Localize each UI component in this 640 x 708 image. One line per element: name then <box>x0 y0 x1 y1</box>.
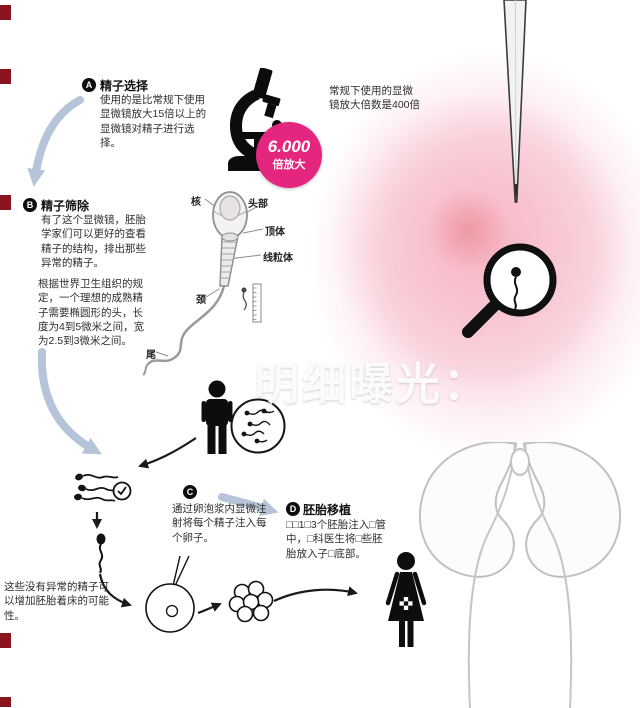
note-conventional-scope: 常规下使用的显微镜放大倍数是400倍 <box>329 85 421 112</box>
step-d-title: 胚胎移植 <box>303 503 352 517</box>
black-flow-arrows <box>92 437 358 615</box>
embryo-morula-icon <box>228 580 274 623</box>
red-edge-mark <box>0 697 11 707</box>
step-b-letter: B <box>26 200 34 210</box>
needle-blade-icon <box>503 0 527 204</box>
note-healthy-sperm: 这些没有异常的精子可以增加胚胎着床的可能性。 <box>4 581 109 622</box>
single-sperm-icon <box>96 533 106 574</box>
step-b-body2: 根据世界卫生组织的规定，一个理想的成熟精子需要椭圆形的头，长度为4到5微米之间，… <box>38 278 145 348</box>
woman-pictogram-icon <box>385 552 427 647</box>
step-c-marker: C <box>183 485 197 499</box>
step-b-title: 精子筛除 <box>41 199 90 213</box>
blue-flow-arrows <box>27 96 279 517</box>
man-pictogram-icon <box>201 380 233 454</box>
step-a-body: 使用的是比常规下使用显微镜放大15倍以上的显微镜对精子进行选择。 <box>100 94 207 149</box>
step-a-title: 精子选择 <box>100 79 149 93</box>
ovum-illustration <box>305 45 640 465</box>
step-d-marker: D <box>286 502 300 516</box>
magnification-label: 倍放大 <box>272 159 306 172</box>
embryo-placement-mark <box>399 597 413 610</box>
label-acrosome: 顶体 <box>265 227 285 238</box>
sperm-anatomy-diagram <box>142 191 248 376</box>
step-b-marker: B <box>23 198 37 212</box>
micro-ruler-icon <box>241 283 262 323</box>
label-tail: 尾 <box>146 350 156 361</box>
step-c-letter: C <box>186 487 194 497</box>
red-edge-mark <box>0 633 11 648</box>
step-a-marker: A <box>82 78 96 92</box>
petri-dish-icon <box>230 398 286 454</box>
magnifier-sperm-icon <box>462 243 557 338</box>
label-mitochondria: 线粒体 <box>263 253 293 264</box>
step-d-body: □□1□3个胚胎注入□管中，□科医生将□些胚胎放入子□底部。 <box>286 519 387 560</box>
red-edge-mark <box>0 195 11 210</box>
watermark-text: 明细曝光： <box>255 360 490 409</box>
red-edge-mark <box>0 5 11 20</box>
label-head: 头部 <box>248 199 268 210</box>
label-neck: 颈 <box>196 295 206 306</box>
uterus-illustration <box>418 442 622 708</box>
step-b-body: 有了这个显微镜，胚胎学家们可以更好的查看精子的结构，排出那些异常的精子。 <box>41 214 146 269</box>
step-a-letter: A <box>85 80 93 90</box>
magnification-value: 6.000 <box>267 136 311 156</box>
red-edge-mark <box>0 69 11 84</box>
step-c-body: 通过卵泡浆内显微注射将每个精子注入每个卵子。 <box>172 503 267 544</box>
magnification-badge: 6.000 倍放大 <box>256 122 322 188</box>
label-nucleus: 核 <box>191 197 201 208</box>
step-d-letter: D <box>289 504 297 514</box>
egg-injection-icon <box>145 556 195 633</box>
checkmark-icon <box>112 481 132 501</box>
